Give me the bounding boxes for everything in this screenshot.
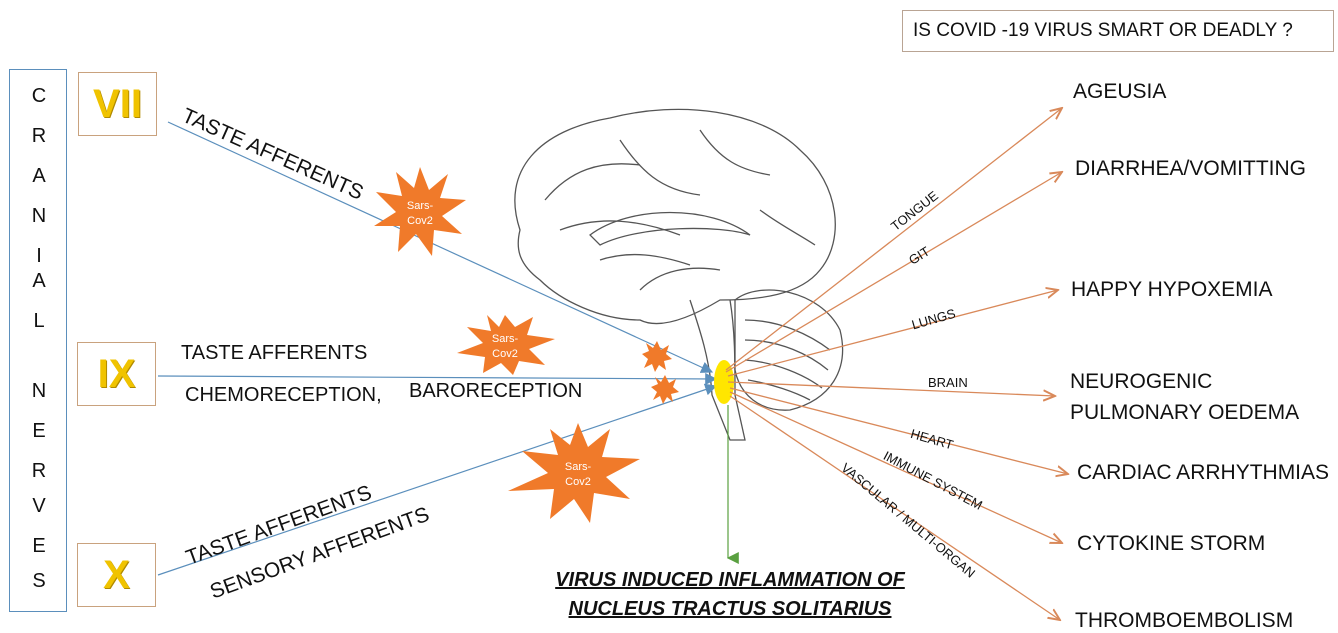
- cranial-letter: N: [10, 205, 68, 228]
- cranial-letter: A: [10, 165, 68, 188]
- cranial-letter: E: [10, 535, 68, 558]
- ix-taste-label: TASTE AFFERENTS: [181, 342, 367, 365]
- caption-line-2: NUCLEUS TRACTUS SOLITARIUS: [490, 598, 970, 621]
- ix-baro-label: BARORECEPTION: [409, 380, 582, 403]
- cranial-letter: S: [10, 570, 68, 593]
- nerve-ix-box: IX: [77, 342, 156, 406]
- virus-label-top: Sars-: [565, 461, 592, 473]
- virus-label-bottom: Cov2: [407, 215, 433, 227]
- virus-label-bottom: Cov2: [565, 476, 591, 488]
- nerve-vii-box: VII: [78, 72, 157, 136]
- title-box: IS COVID -19 VIRUS SMART OR DEADLY ?: [902, 10, 1334, 52]
- cranial-nerves-box: C R A N I A L N E R V E S: [9, 69, 67, 612]
- ix-chemo-label: CHEMORECEPTION,: [185, 384, 382, 407]
- cranial-letter: A: [10, 270, 68, 293]
- virus-burst-small-1: [642, 341, 672, 372]
- cranial-letter: R: [10, 460, 68, 483]
- cranial-letter: V: [10, 495, 68, 518]
- virus-label-top: Sars-: [492, 333, 519, 345]
- outcome-ageusia: AGEUSIA: [1073, 80, 1166, 104]
- organ-brain: BRAIN: [928, 375, 968, 390]
- virus-burst-2: Sars- Cov2: [457, 315, 555, 375]
- virus-label-top: Sars-: [407, 200, 434, 212]
- nerve-x-box: X: [77, 543, 156, 607]
- cranial-letter: E: [10, 420, 68, 443]
- outcome-hypoxemia: HAPPY HYPOXEMIA: [1071, 278, 1273, 302]
- caption-line-1: VIRUS INDUCED INFLAMMATION OF: [490, 569, 970, 592]
- outcome-cytokine: CYTOKINE STORM: [1077, 532, 1265, 556]
- cranial-letter: R: [10, 125, 68, 148]
- cranial-letter: N: [10, 380, 68, 403]
- cranial-letter: I: [10, 245, 68, 268]
- outcome-cardiac: CARDIAC ARRHYTHMIAS: [1077, 461, 1329, 485]
- virus-burst-3: Sars- Cov2: [508, 423, 640, 523]
- title-text: IS COVID -19 VIRUS SMART OR DEADLY ?: [913, 20, 1293, 41]
- cranial-letter: L: [10, 310, 68, 333]
- virus-label-bottom: Cov2: [492, 348, 518, 360]
- outcome-pulmonary-oedema: PULMONARY OEDEMA: [1070, 401, 1299, 425]
- outcome-diarrhea: DIARRHEA/VOMITTING: [1075, 157, 1306, 181]
- cranial-letter: C: [10, 85, 68, 108]
- outcome-thrombo: THROMBOEMBOLISM: [1075, 609, 1293, 633]
- outcome-neurogenic: NEUROGENIC: [1070, 370, 1212, 394]
- virus-burst-1: Sars- Cov2: [374, 167, 466, 256]
